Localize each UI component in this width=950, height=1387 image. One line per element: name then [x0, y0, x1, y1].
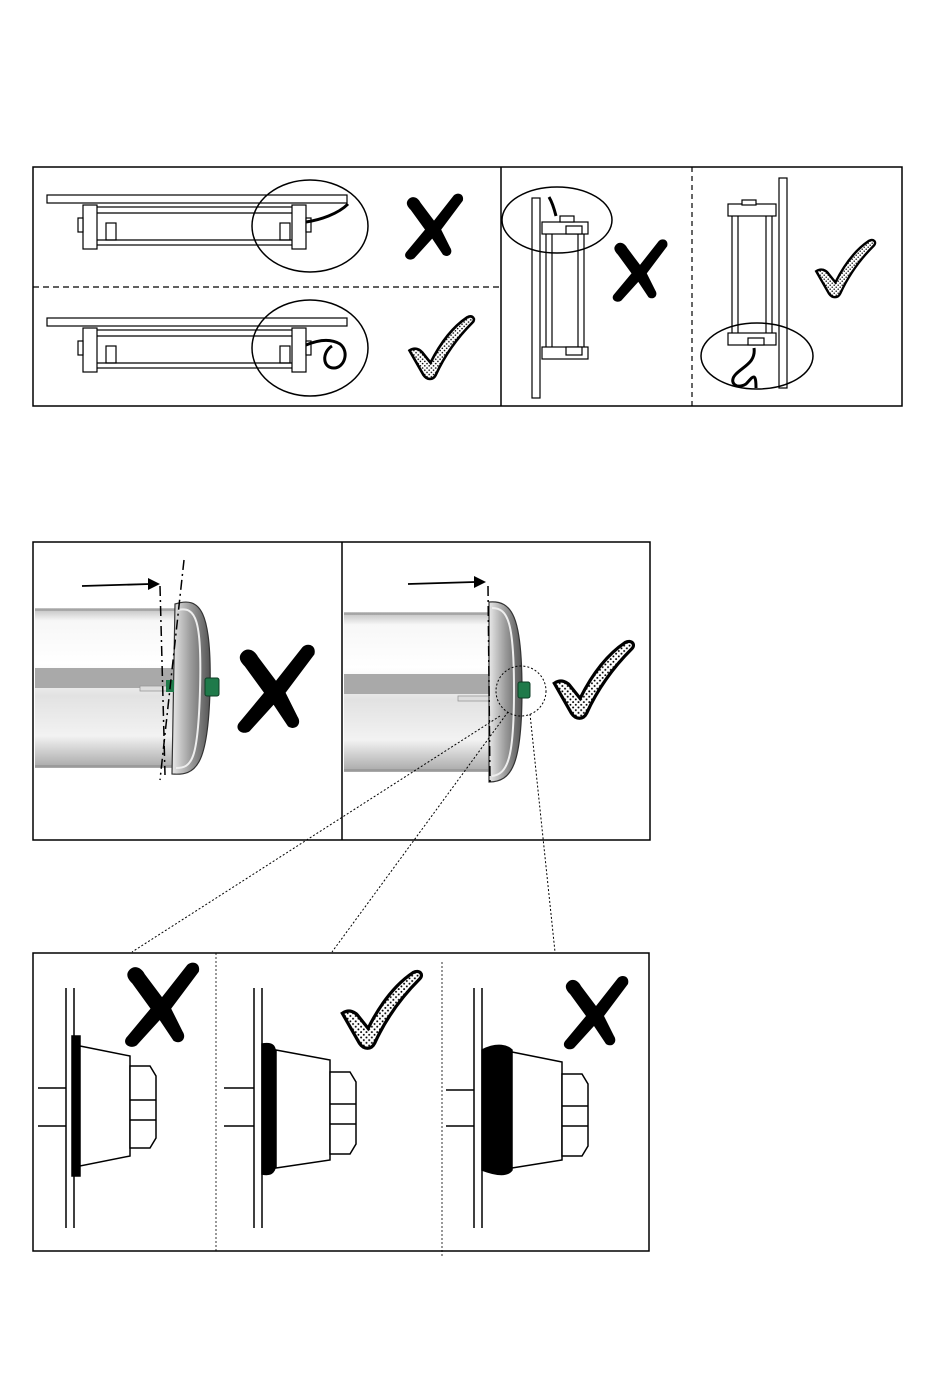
- installation-diagram: [0, 0, 950, 1387]
